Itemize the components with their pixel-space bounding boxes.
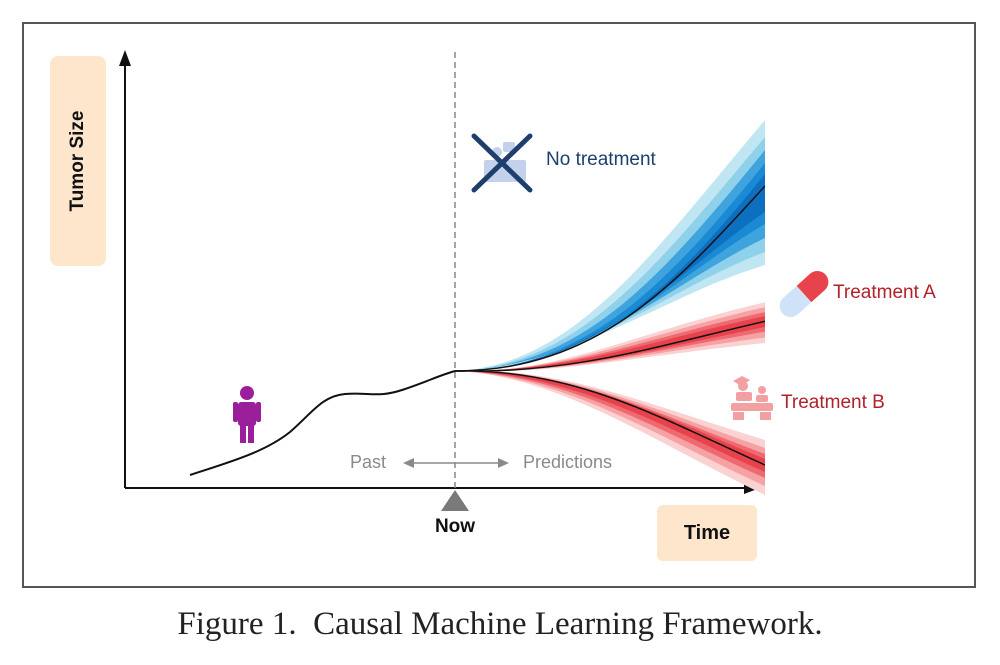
no-treatment-band [455, 120, 765, 372]
now-marker-icon [441, 490, 469, 511]
treatment-b-label: Treatment B [781, 392, 885, 413]
crossed-out-treatment-icon [471, 133, 533, 193]
now-label: Now [434, 516, 476, 537]
history-curve [189, 370, 456, 476]
y-axis-label: Tumor Size [67, 110, 88, 212]
figure-frame [22, 22, 976, 588]
no-treatment-median-line [455, 185, 765, 372]
pill-capsule-icon [779, 270, 829, 318]
predictions-arrow-head-icon [498, 458, 509, 468]
treatment-b-band [455, 370, 765, 495]
past-arrow-head-icon [403, 458, 414, 468]
treatment-b-median-line [455, 370, 765, 466]
no-treatment-label: No treatment [546, 149, 656, 170]
surgery-icon [731, 376, 773, 420]
treatment-a-label: Treatment A [833, 282, 936, 303]
predictions-label: Predictions [523, 452, 613, 472]
y-axis-arrow-icon [119, 50, 131, 66]
person-icon [233, 386, 261, 443]
figure-caption: Figure 1. Causal Machine Learning Framew… [177, 606, 823, 642]
treatment-a-band [455, 302, 765, 372]
y-axis-label-box [50, 56, 106, 266]
past-label: Past [350, 452, 387, 472]
x-axis-label: Time [657, 505, 757, 561]
causal-diagram [119, 50, 829, 511]
treatment-a-median-line [455, 320, 765, 372]
